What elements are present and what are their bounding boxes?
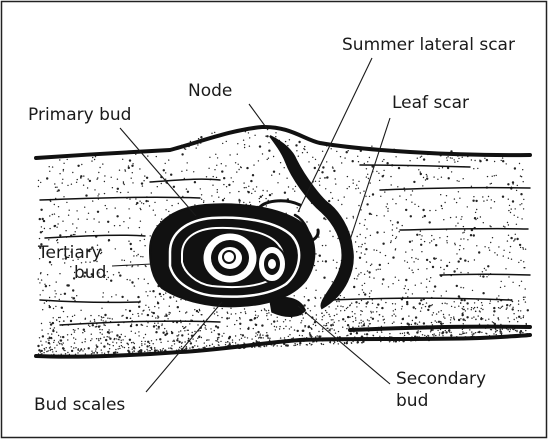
- label-tertiary-bud-line2: bud: [74, 263, 106, 283]
- leader-leaf-scar: [350, 118, 390, 240]
- leader-summer-lateral-scar: [298, 58, 372, 212]
- label-summer-lateral-scar: Summer lateral scar: [342, 35, 515, 55]
- label-primary-bud: Primary bud: [28, 105, 131, 125]
- leader-primary-bud: [120, 128, 196, 216]
- label-secondary-bud-line2: bud: [396, 391, 428, 411]
- leader-bud-scales: [146, 302, 222, 392]
- label-tertiary-bud-line1: Tertiary: [37, 243, 102, 263]
- label-node: Node: [188, 81, 232, 101]
- label-leaf-scar: Leaf scar: [392, 93, 469, 113]
- label-bud-scales: Bud scales: [34, 395, 125, 415]
- primary-bud-shape: [150, 204, 314, 316]
- label-secondary-bud-line1: Secondary: [396, 369, 486, 389]
